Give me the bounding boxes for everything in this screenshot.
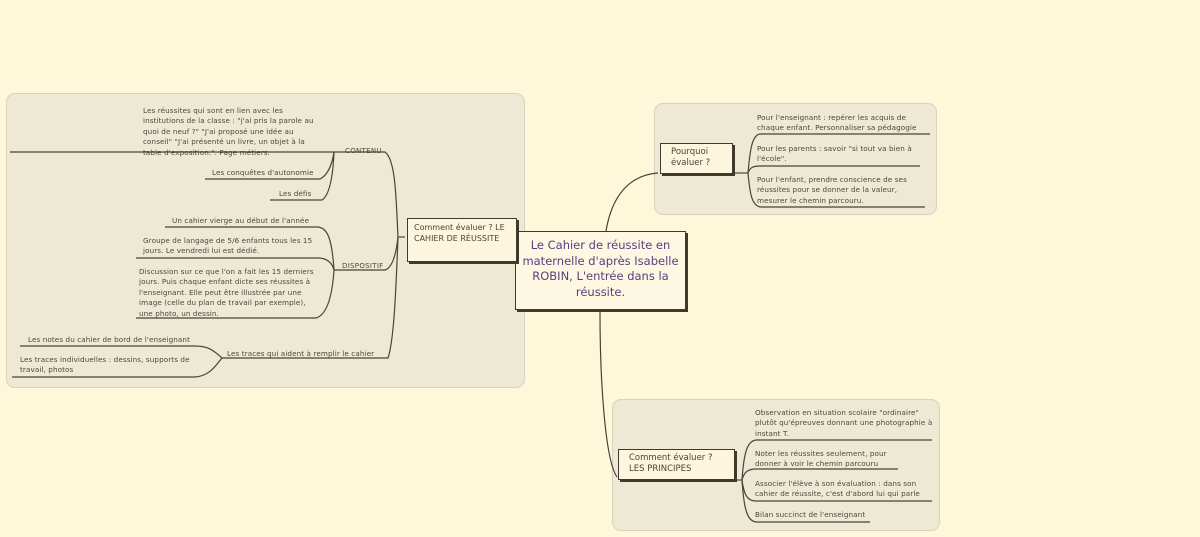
traces-item-notes[interactable]: Les notes du cahier de bord de l'enseign… <box>28 335 191 344</box>
node-title: Comment évaluer ? LE CAHIER DE RÉUSSITE <box>414 223 505 243</box>
contenu-item-conquetes[interactable]: Les conquêtes d'autonomie <box>212 168 314 177</box>
contenu-label[interactable]: CONTENU <box>345 147 382 155</box>
dispositif-label[interactable]: DISPOSITIF <box>342 262 384 270</box>
principes-item-noter[interactable]: Noter les réussites seulement, pour donn… <box>755 449 887 469</box>
central-topic-text: Le Cahier de réussite en maternelle d'ap… <box>522 238 679 299</box>
pourquoi-item-enseignant[interactable]: Pour l'enseignant : repérer les acquis d… <box>757 113 917 133</box>
node-title: Comment évaluer ? LES PRINCIPES <box>629 453 713 474</box>
node-comment-evaluer-principes[interactable]: Comment évaluer ? LES PRINCIPES <box>618 449 735 480</box>
principes-item-bilan[interactable]: Bilan succinct de l'enseignant <box>755 510 866 519</box>
dispositif-item-cahier-vierge[interactable]: Un cahier vierge au début de l'année <box>172 216 310 225</box>
pourquoi-item-parents[interactable]: Pour les parents : savoir "si tout va bi… <box>757 144 912 164</box>
principes-item-associer[interactable]: Associer l'élève à son évaluation : dans… <box>755 479 920 499</box>
principes-item-observation[interactable]: Observation en situation scolaire "ordin… <box>755 408 933 438</box>
dispositif-item-discussion[interactable]: Discussion sur ce que l'on a fait les 15… <box>139 267 314 318</box>
traces-item-individuelles[interactable]: Les traces individuelles : dessins, supp… <box>20 355 190 375</box>
dispositif-item-groupe-langage[interactable]: Groupe de langage de 5/6 enfants tous le… <box>143 236 313 256</box>
traces-label[interactable]: Les traces qui aident à remplir le cahie… <box>227 349 375 358</box>
pourquoi-item-enfant[interactable]: Pour l'enfant, prendre conscience de ses… <box>757 175 907 205</box>
contenu-item-reussites[interactable]: Les réussites qui sont en lien avec les … <box>143 106 314 157</box>
node-title: Pourquoi évaluer ? <box>671 147 711 168</box>
contenu-item-defis[interactable]: Les défis <box>279 189 312 198</box>
central-topic[interactable]: Le Cahier de réussite en maternelle d'ap… <box>515 231 686 310</box>
node-comment-evaluer-cahier[interactable]: Comment évaluer ? LE CAHIER DE RÉUSSITE <box>407 218 517 262</box>
node-pourquoi-evaluer[interactable]: Pourquoi évaluer ? <box>660 143 733 174</box>
